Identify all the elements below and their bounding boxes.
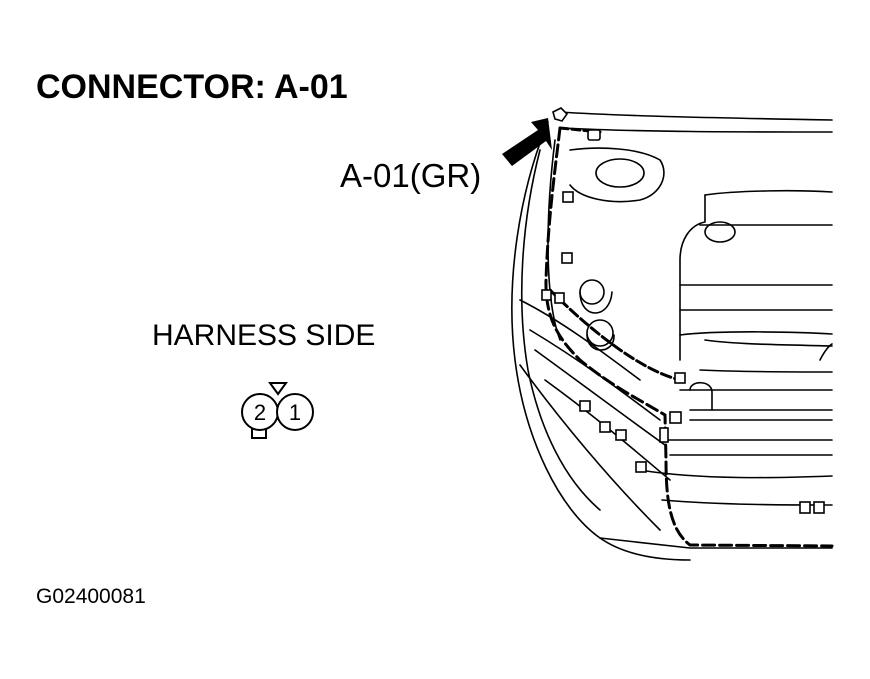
connector-pin-1-label: 1 [289, 400, 301, 425]
connector-title: CONNECTOR: A-01 [36, 68, 348, 106]
connector-pin-2-label: 2 [254, 400, 266, 425]
wire-harness-main [544, 126, 834, 548]
reservoir-cap-2 [586, 319, 614, 347]
reservoir-cap-1 [579, 279, 605, 305]
connector-key-triangle [268, 382, 288, 396]
connector-pin-1-circle [276, 393, 314, 431]
strut-tower [595, 158, 645, 188]
connector-callout-label: A-01(GR) [340, 157, 482, 194]
figure-code: G02400081 [36, 585, 146, 608]
body-left-edge [511, 121, 691, 561]
connector-a01-marker [552, 107, 569, 122]
harness-side-label: HARNESS SIDE [152, 319, 376, 352]
engine-cover [704, 189, 833, 196]
hood-outline [559, 111, 833, 121]
pointer-arrow [502, 118, 552, 166]
